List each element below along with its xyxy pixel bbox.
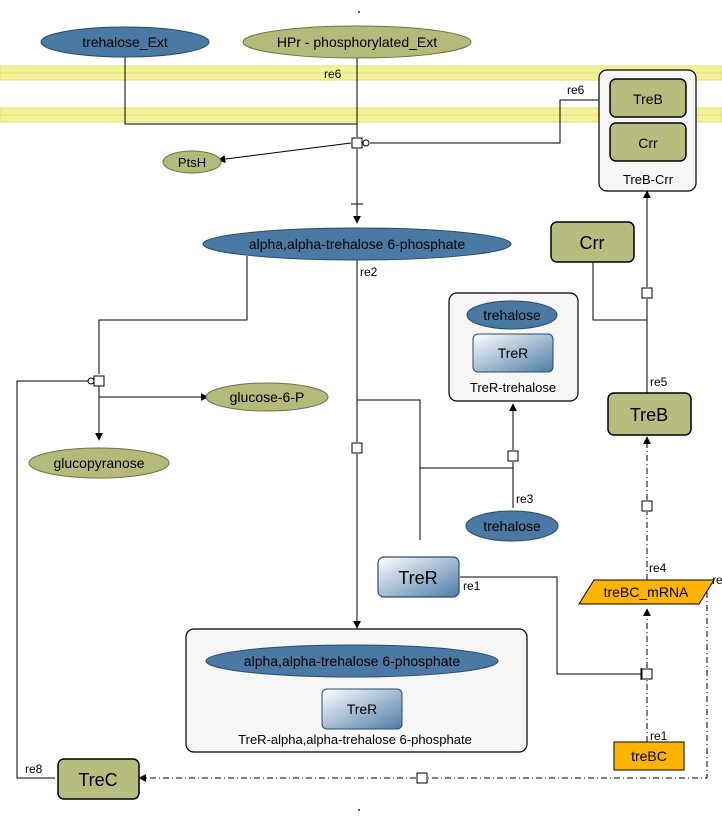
node-hpr-phosphorylated-ext[interactable]: HPr - phosphorylated_Ext (242, 25, 472, 59)
edge-trer-to-re2 (357, 399, 421, 540)
canvas-marker-dot (358, 809, 360, 811)
node-label: HPr - phosphorylated_Ext (277, 34, 437, 50)
node-treb[interactable]: TreB (607, 392, 692, 436)
node-label: TreB (630, 405, 668, 425)
edge-tre6p-to-re7 (98, 256, 248, 374)
reaction-label-re-edge: re (712, 573, 722, 587)
catalysis-circle-re6 (362, 139, 370, 147)
node-label: glucopyranose (53, 455, 144, 471)
reaction-label-re8: re8 (25, 762, 43, 776)
node-label: trehalose_Ext (82, 34, 168, 50)
complex-trer-trehalose[interactable]: trehalose TreR TreR-trehalose (448, 292, 579, 402)
complex-trer-trehalose-6-phosphate[interactable]: alpha,alpha-trehalose 6-phosphate TreR T… (185, 628, 528, 753)
complex-member-trehalose (466, 300, 558, 330)
node-trer[interactable]: TreR (377, 556, 460, 598)
complex-member-treb (609, 78, 687, 118)
node-glucose-6-p[interactable]: glucose-6-P (205, 382, 329, 412)
reaction-label-re5: re5 (650, 375, 668, 389)
reaction-label-re6-right: re6 (567, 83, 585, 97)
catalysis-circle-re7 (87, 377, 95, 385)
node-label: Crr (580, 233, 605, 253)
complex-member-trehalose-6-phosphate (205, 644, 499, 678)
node-label: treBC_mRNA (604, 584, 689, 600)
complex-member-label: TreR (498, 345, 529, 361)
complex-label: TreR-alpha,alpha-trehalose 6-phosphate (238, 732, 472, 747)
edge-trec-catalysis-re7 (16, 380, 88, 779)
edge-crr-to-re5 (592, 262, 647, 321)
reaction-label-re3: re3 (516, 492, 534, 506)
reaction-box-re2[interactable] (351, 442, 363, 454)
node-crr[interactable]: Crr (550, 221, 635, 263)
complex-label: TreR-trehalose (470, 380, 556, 395)
reaction-box-re8[interactable] (416, 772, 428, 784)
complex-member-trer (321, 688, 403, 730)
reaction-labels: re6 re6 re7 re2 re3 re5 re4 re1 re1 re8 … (25, 67, 722, 776)
node-label: TreR (398, 568, 437, 588)
reaction-box-re6[interactable] (351, 137, 363, 149)
node-label: trehalose (483, 518, 541, 534)
node-trebc-gene[interactable]: treBC (613, 741, 685, 771)
complex-member-trer (472, 333, 554, 373)
node-trehalose-ext[interactable]: trehalose_Ext (40, 26, 210, 58)
reaction-nodes (93, 137, 653, 784)
node-label: TreC (78, 770, 117, 790)
node-trehalose-6-phosphate[interactable]: alpha,alpha-trehalose 6-phosphate (202, 227, 512, 261)
reaction-label-re4: re4 (649, 561, 667, 575)
reaction-box-re3[interactable] (507, 450, 519, 462)
complex-member-label: alpha,alpha-trehalose 6-phosphate (244, 653, 461, 669)
edge-mrna-to-re8 (428, 592, 708, 779)
edge-trebcrr-catalysis-re6 (370, 99, 598, 144)
reaction-label-re1-bottom: re1 (650, 729, 668, 743)
complex-member-label: TreB (633, 91, 663, 107)
canvas-marker-dot (358, 11, 360, 13)
reaction-box-re4[interactable] (641, 500, 653, 512)
complex-member-label: TreR (347, 701, 378, 717)
reaction-box-re7[interactable] (93, 375, 105, 387)
edge-re6-to-ptsh (217, 142, 352, 164)
node-trehalose[interactable]: trehalose (465, 510, 559, 542)
complex-member-crr (609, 122, 687, 162)
reaction-label-re1-top: re1 (463, 579, 481, 593)
node-glucopyranose[interactable]: glucopyranose (28, 447, 170, 479)
complex-label: TreB-Crr (623, 172, 674, 187)
node-label: PtsH (178, 155, 206, 170)
node-label: alpha,alpha-trehalose 6-phosphate (249, 236, 466, 252)
edge-trer-inhibits-re1 (460, 576, 641, 675)
node-label: glucose-6-P (230, 389, 305, 405)
reaction-label-re2: re2 (360, 265, 378, 279)
reaction-box-re1[interactable] (641, 668, 653, 680)
complex-member-label: Crr (638, 135, 658, 151)
reaction-label-re6: re6 (324, 67, 342, 81)
reaction-box-re5[interactable] (641, 287, 653, 299)
node-label: treBC (631, 748, 667, 764)
complex-member-label: trehalose (483, 307, 541, 323)
node-ptsh[interactable]: PtsH (162, 150, 222, 174)
node-trec[interactable]: TreC (57, 758, 140, 800)
simple-molecules: trehalose_Ext HPr - phosphorylated_Ext P… (28, 25, 559, 542)
edge-trer-to-re3 (419, 467, 513, 480)
reaction-edges (16, 56, 708, 782)
node-trebc-mrna[interactable]: treBC_mRNA (578, 579, 715, 605)
complex-treb-crr[interactable]: TreB Crr TreB-Crr (598, 69, 697, 192)
